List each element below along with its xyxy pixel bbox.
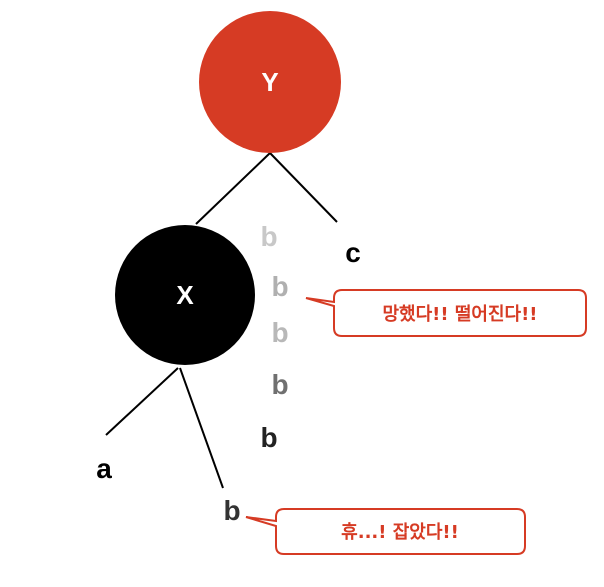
falling-b-1: b bbox=[260, 221, 277, 252]
callout-caught: 휴...! 잡았다!! bbox=[245, 508, 526, 555]
node-x-label: X bbox=[176, 280, 194, 310]
edge-y-x bbox=[195, 152, 271, 225]
falling-b-2: b bbox=[271, 271, 288, 302]
falling-b-5: b bbox=[260, 422, 277, 453]
leaf-b-final: b bbox=[223, 495, 240, 526]
edge-x-a bbox=[105, 367, 179, 436]
node-y-label: Y bbox=[261, 67, 278, 97]
edge-y-c bbox=[269, 152, 338, 223]
leaf-c: c bbox=[345, 237, 361, 268]
leaf-a: a bbox=[96, 453, 112, 484]
callout-caught-bubble bbox=[245, 508, 526, 555]
node-y: Y bbox=[199, 11, 341, 153]
node-x-circle bbox=[115, 225, 255, 365]
callout-falling-text: 망했다!! 떨어진다!! bbox=[382, 304, 537, 325]
edge-x-b bbox=[179, 367, 224, 489]
callout-falling: 망했다!! 떨어진다!! bbox=[305, 289, 587, 337]
node-x: X bbox=[115, 225, 255, 365]
falling-b-4: b bbox=[271, 369, 288, 400]
node-y-circle bbox=[199, 11, 341, 153]
callout-falling-bubble bbox=[305, 289, 587, 337]
falling-b-3: b bbox=[271, 317, 288, 348]
callout-caught-text: 휴...! 잡았다!! bbox=[341, 522, 459, 543]
